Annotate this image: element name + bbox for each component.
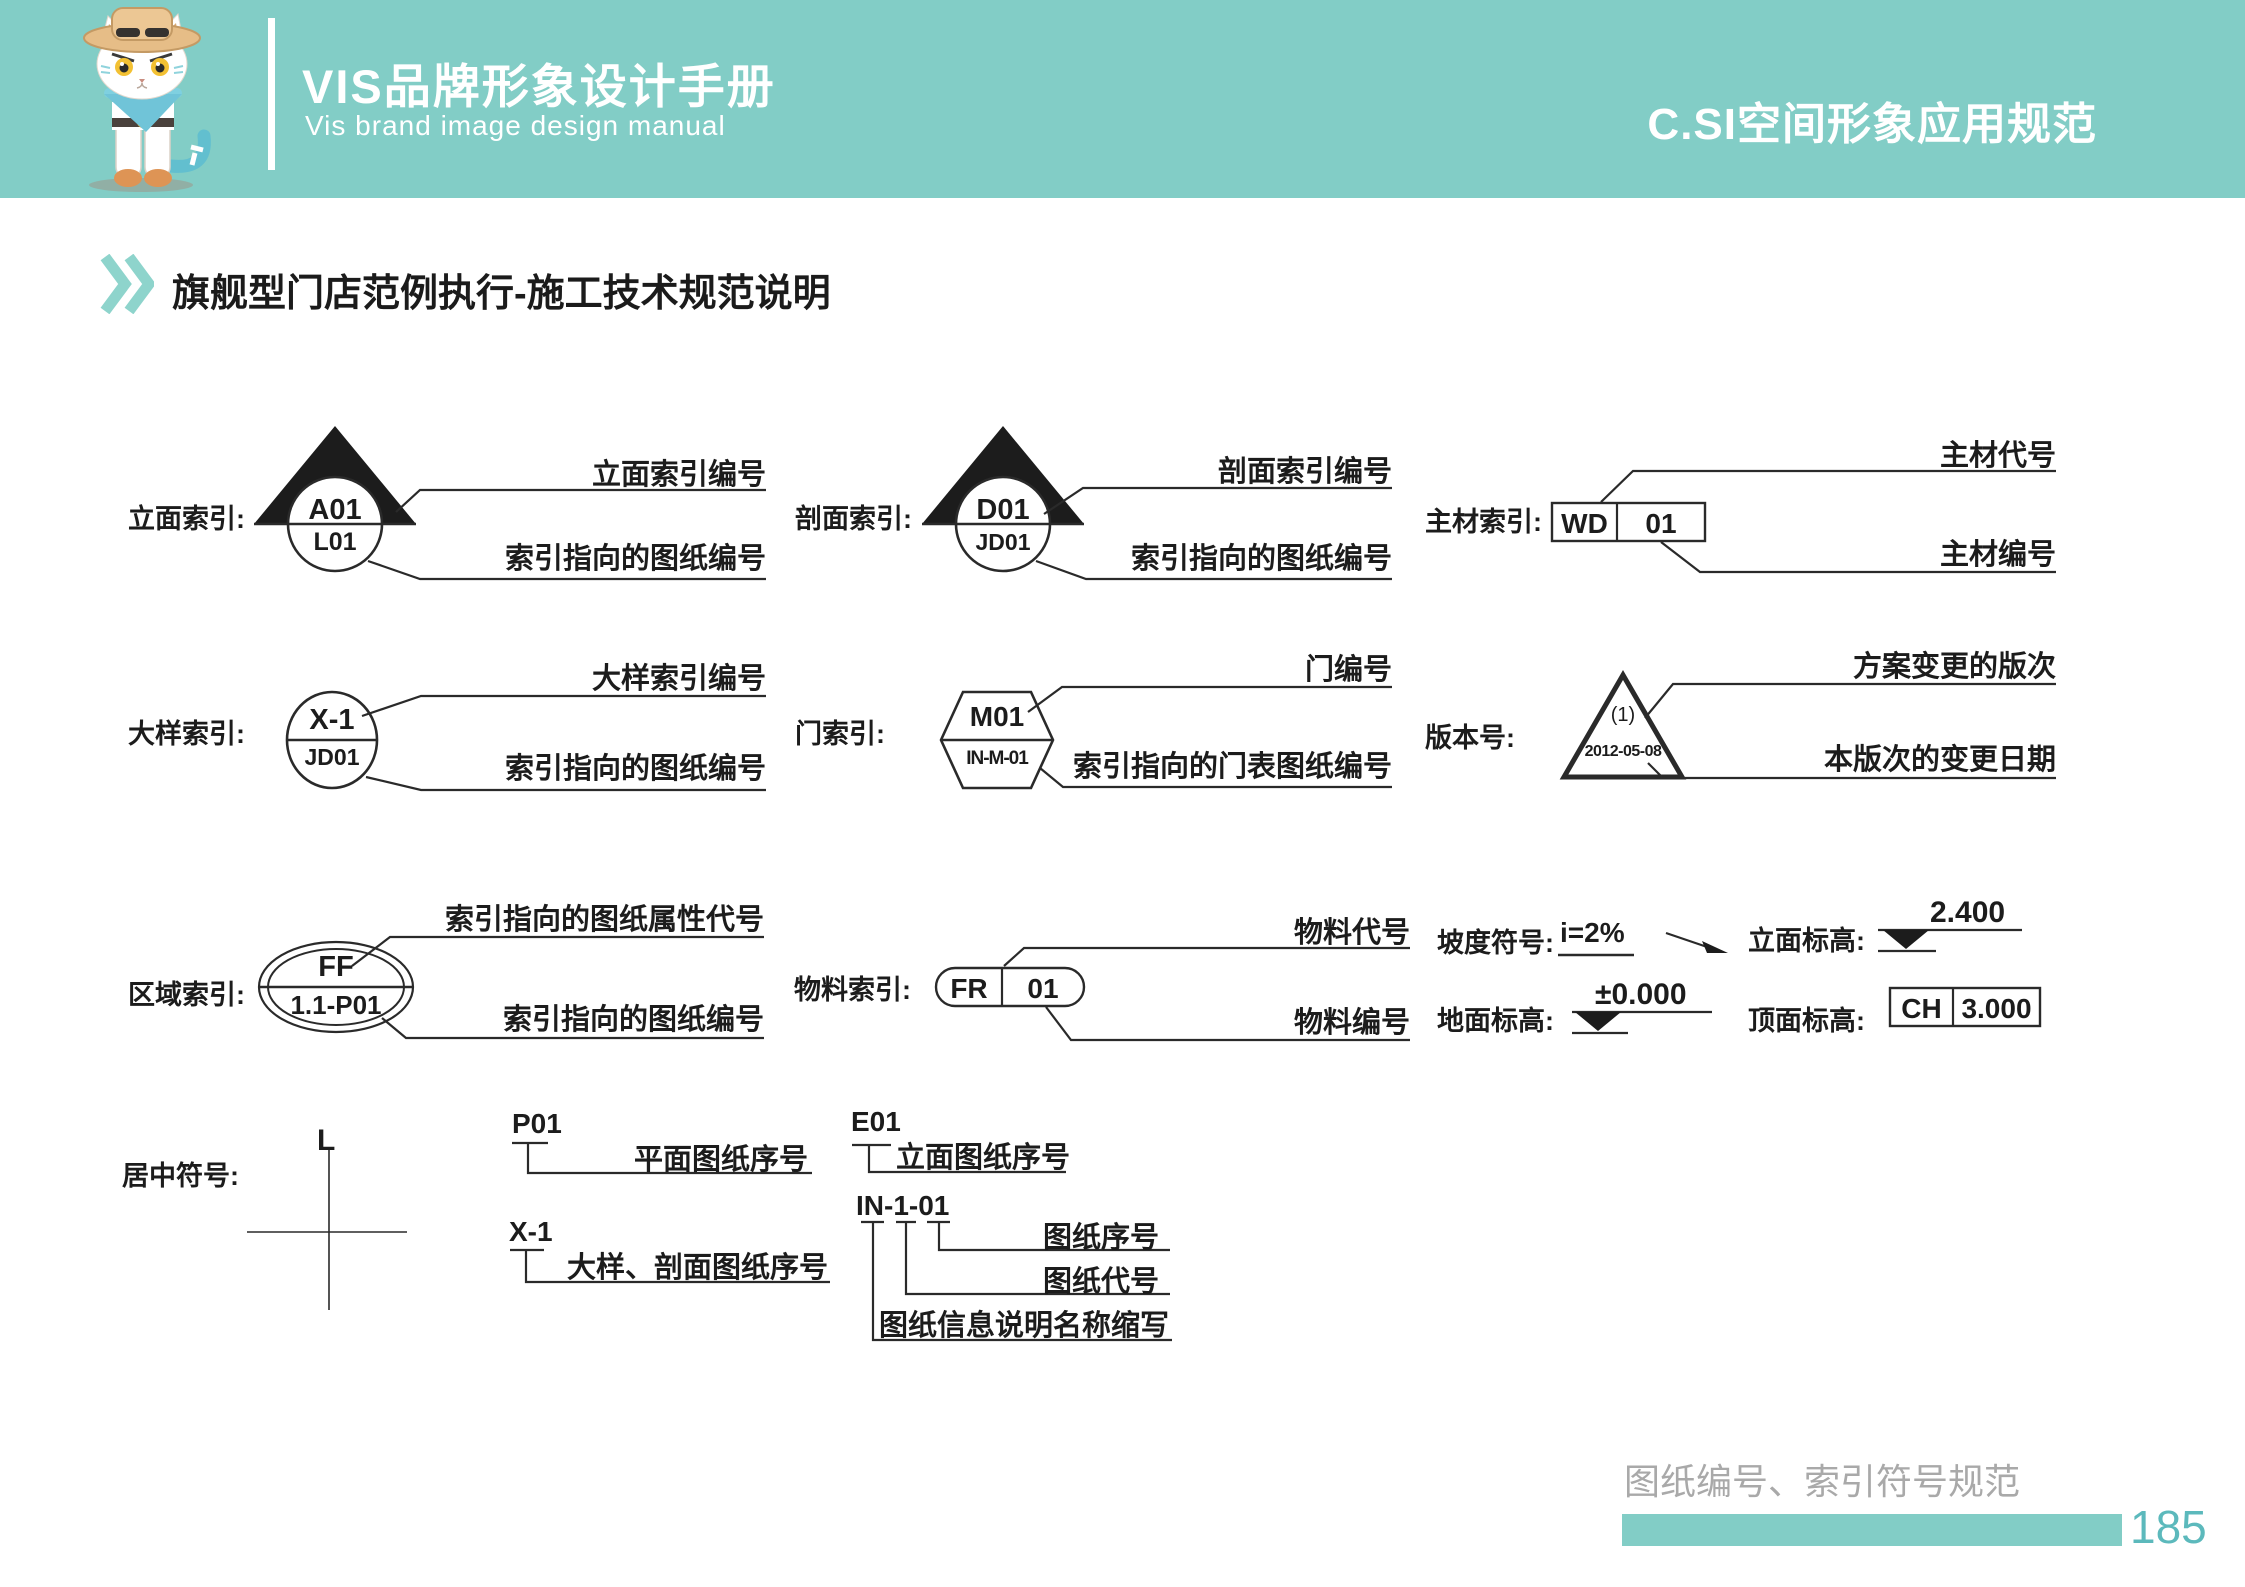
detail-index-sheet-code: JD01 [304, 744, 360, 770]
slope-symbol [1558, 931, 1728, 957]
main-material-index-symbol [1550, 469, 2056, 574]
material-index-number: 01 [1027, 973, 1059, 1004]
section-index-note-bottom: 索引指向的图纸编号 [1130, 543, 1392, 575]
sheet-code-note: 图纸代号 [1043, 1266, 1160, 1298]
main-material-index-label: 主材索引: [1425, 507, 1542, 537]
elevation-index-note-top: 立面索引编号 [591, 459, 766, 491]
center-mark-label: 居中符号: [122, 1161, 239, 1191]
material-note-bottom: 物料编号 [1293, 1007, 1410, 1039]
floor-level-value: ±0.000 [1595, 978, 1687, 1011]
section-index-symbol [922, 426, 1392, 581]
ceiling-level-code: CH [1901, 993, 1942, 1024]
detail-sheet-leader [510, 1248, 830, 1284]
mascot-cat-icon [83, 7, 211, 192]
material-index-code: FR [950, 973, 988, 1004]
section-index-note-top: 剖面索引编号 [1217, 456, 1392, 488]
material-note-top: 物料代号 [1293, 917, 1410, 949]
detail-sheet-code: X-1 [509, 1216, 553, 1247]
door-index-note-bottom: 索引指向的门表图纸编号 [1072, 751, 1392, 783]
manual-title-cn: VIS品牌形象设计手册 [302, 60, 776, 113]
plan-sheet-note: 平面图纸序号 [633, 1144, 808, 1176]
elevation-level-value: 2.400 [1930, 896, 2006, 929]
plan-sheet-code: P01 [512, 1108, 562, 1139]
elevation-sheet-note: 立面图纸序号 [896, 1142, 1071, 1174]
material-index-label: 物料索引: [794, 975, 911, 1005]
manual-title-en: Vis brand image design manual [305, 110, 726, 141]
ceiling-level-value: 3.000 [1961, 993, 2032, 1024]
main-material-note-bottom: 主材编号 [1939, 539, 2056, 571]
area-index-sheet-code: 1.1-P01 [290, 990, 382, 1020]
elevation-level-symbol [1878, 928, 2022, 953]
elevation-sheet-leader [852, 1143, 1066, 1174]
detail-sheet-note: 大样、剖面图纸序号 [566, 1252, 828, 1284]
slope-label: 坡度符号: [1437, 928, 1554, 958]
area-index-note-top: 索引指向的图纸属性代号 [444, 904, 764, 936]
ceiling-level-label: 顶面标高: [1748, 1006, 1865, 1036]
elevation-index-label: 立面索引: [128, 504, 245, 534]
material-index-symbol [934, 946, 1410, 1042]
version-date-code: 2012-05-08 [1584, 743, 1662, 760]
detail-index-note-bottom: 索引指向的图纸编号 [504, 753, 766, 785]
floor-level-label: 地面标高: [1437, 1006, 1554, 1036]
version-note-top: 方案变更的版次 [1852, 651, 2056, 683]
door-index-symbol [939, 685, 1392, 790]
header-banner: VIS品牌形象设计手册 Vis brand image design manua… [0, 0, 2245, 198]
version-note-bottom: 本版次的变更日期 [1823, 744, 2056, 776]
main-material-code: WD [1561, 508, 1608, 539]
detail-index-symbol [285, 690, 766, 792]
section-index-label: 剖面索引: [795, 504, 912, 534]
section-index-code: D01 [976, 494, 1030, 526]
chapter-title: C.SI空间形象应用规范 [1647, 100, 2097, 149]
door-index-sheet-code: IN-M-01 [966, 748, 1029, 769]
slope-value: i=2% [1560, 917, 1625, 948]
version-number-code: (1) [1610, 704, 1636, 726]
footer-caption: 图纸编号、索引符号规范 [1624, 1461, 2021, 1502]
center-mark-glyph: L [317, 1124, 336, 1157]
sheet-abbr-note: 图纸信息说明名称缩写 [879, 1310, 1170, 1342]
double-chevron-icon [100, 254, 154, 314]
area-index-symbol [257, 935, 764, 1040]
sheet-info-leader [861, 1220, 1172, 1342]
footer-accent-bar [1622, 1514, 2122, 1546]
section-index-sheet-code: JD01 [975, 529, 1031, 555]
door-index-label: 门索引: [795, 719, 885, 749]
page-number: 185 [2130, 1501, 2207, 1553]
area-index-label: 区域索引: [128, 980, 245, 1010]
detail-index-note-top: 大样索引编号 [591, 663, 766, 695]
detail-index-code: X-1 [309, 704, 355, 736]
floor-level-symbol [1572, 1010, 1712, 1035]
page-title: 旗舰型门店范例执行-施工技术规范说明 [172, 273, 831, 315]
main-material-note-top: 主材代号 [1939, 440, 2056, 472]
version-number-label: 版本号: [1425, 723, 1515, 753]
center-mark-symbol [247, 1150, 407, 1310]
door-index-code: M01 [969, 701, 1025, 732]
elevation-index-sheet-code: L01 [313, 528, 357, 556]
version-number-symbol [1559, 670, 2056, 780]
elevation-index-symbol [254, 426, 766, 581]
elevation-index-note-bottom: 索引指向的图纸编号 [504, 543, 766, 575]
plan-sheet-leader [512, 1141, 812, 1175]
main-material-number: 01 [1645, 508, 1677, 539]
sheet-serial-note: 图纸序号 [1043, 1222, 1160, 1254]
elevation-sheet-code: E01 [851, 1106, 901, 1137]
door-index-note-top: 门编号 [1304, 654, 1392, 686]
elevation-level-label: 立面标高: [1748, 926, 1865, 956]
detail-index-label: 大样索引: [128, 719, 245, 749]
sheet-info-code: IN-1-01 [856, 1190, 950, 1221]
header-divider [268, 18, 275, 170]
elevation-index-code: A01 [308, 494, 362, 526]
area-index-note-bottom: 索引指向的图纸编号 [502, 1004, 764, 1036]
area-index-code: FF [318, 951, 354, 983]
ceiling-level-symbol [1888, 986, 2042, 1028]
